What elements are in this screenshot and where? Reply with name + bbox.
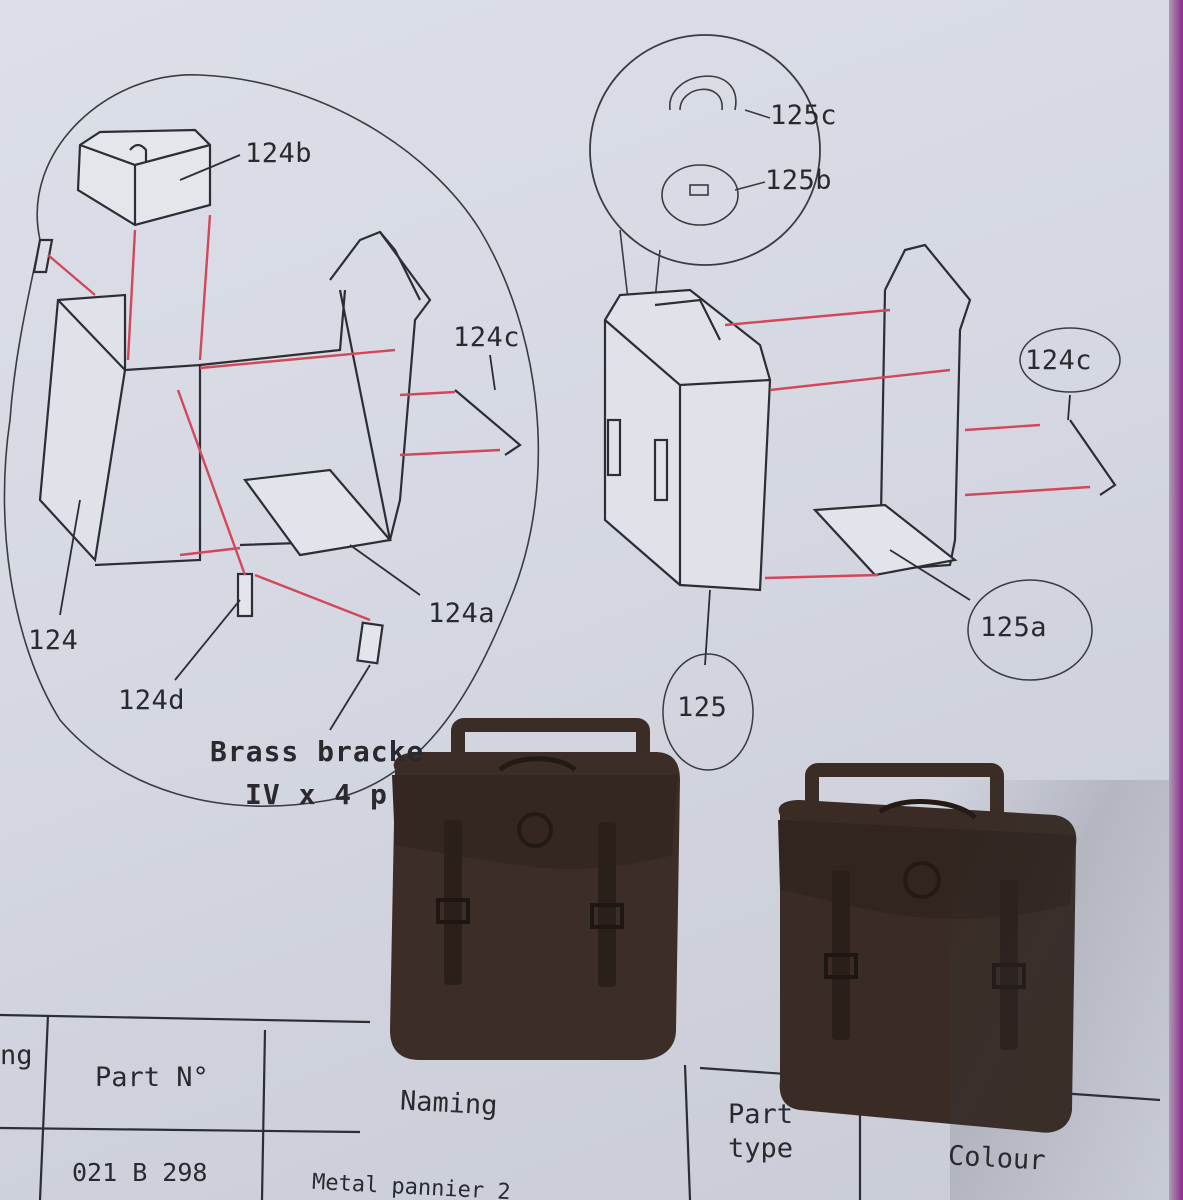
callout-lines-left [59,154,496,731]
leather-pannier-right [778,763,1077,1133]
detail-circle [589,34,821,266]
label-125b: 125b [765,165,833,196]
label-125a: 125a [980,612,1048,643]
label-124c-left: 124c [453,322,521,353]
table-header-col0: ng [0,1040,33,1071]
label-125: 125 [677,692,728,723]
label-125c: 125c [770,100,838,131]
callout-lines-right [704,394,1071,666]
leader-lines-left [47,214,501,622]
note-brass-bracket-line2: IV x 4 p [245,778,388,811]
part-125-drawing [603,243,1117,592]
part-124-drawing [32,128,522,665]
table-header-part-type: Part type [728,1099,794,1164]
parts-table-grid [0,1013,1161,1200]
label-124b: 124b [245,138,313,169]
table-header-naming: Naming [399,1085,499,1122]
hand-drawn-circle-left [3,74,540,807]
table-header-part-no: Part N° [95,1062,209,1093]
label-124d: 124d [118,685,186,716]
leader-lines-right [724,308,1091,580]
table-header-colour: Colour [947,1140,1047,1177]
label-124c-right: 124c [1025,345,1093,376]
label-124: 124 [28,625,79,656]
leather-pannier-left [390,718,680,1060]
note-brass-bracket-line1: Brass bracke [210,735,425,768]
label-124a: 124a [428,598,496,629]
page-edge [1169,0,1183,1200]
table-cell-part-no: 021 B 298 [72,1158,208,1187]
hand-drawn-circles-right [662,327,1121,771]
